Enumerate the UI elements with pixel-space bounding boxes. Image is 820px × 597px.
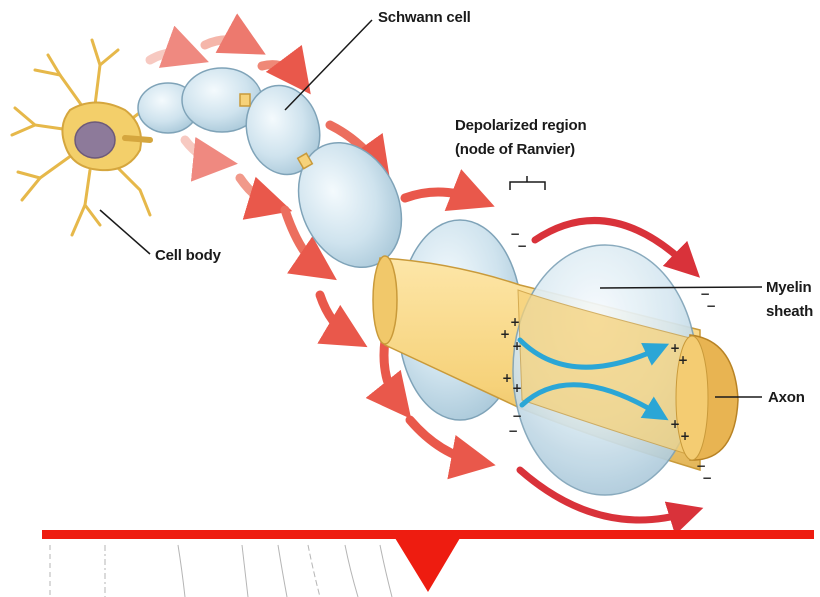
- plus-sign: +: [502, 371, 512, 385]
- label-axon: Axon: [768, 389, 805, 406]
- minus-sign: −: [512, 409, 522, 423]
- guide-lines: [50, 545, 392, 597]
- myelin-sheath: [513, 245, 697, 495]
- minus-sign: −: [706, 299, 716, 313]
- minus-sign: −: [702, 471, 712, 485]
- bottom-bar: [42, 530, 814, 592]
- plus-sign: +: [512, 339, 522, 353]
- nucleus: [75, 122, 115, 158]
- label-depolarized-region: Depolarized region: [455, 117, 586, 134]
- label-node-of-ranvier: (node of Ranvier): [455, 141, 575, 158]
- plus-sign: +: [500, 327, 510, 341]
- plus-sign: +: [512, 381, 522, 395]
- label-myelin: Myelin: [766, 279, 812, 296]
- label-cell-body: Cell body: [155, 247, 222, 264]
- triangle-marker: [395, 538, 460, 592]
- label-schwann-cell: Schwann cell: [378, 9, 471, 26]
- minus-sign: −: [508, 424, 518, 438]
- label-sheath: sheath: [766, 303, 813, 320]
- cell-body: [12, 40, 150, 235]
- plus-sign: +: [510, 315, 520, 329]
- minus-sign: −: [517, 239, 527, 253]
- plus-sign: +: [670, 417, 680, 431]
- plus-sign: +: [678, 353, 688, 367]
- plus-sign: +: [680, 429, 690, 443]
